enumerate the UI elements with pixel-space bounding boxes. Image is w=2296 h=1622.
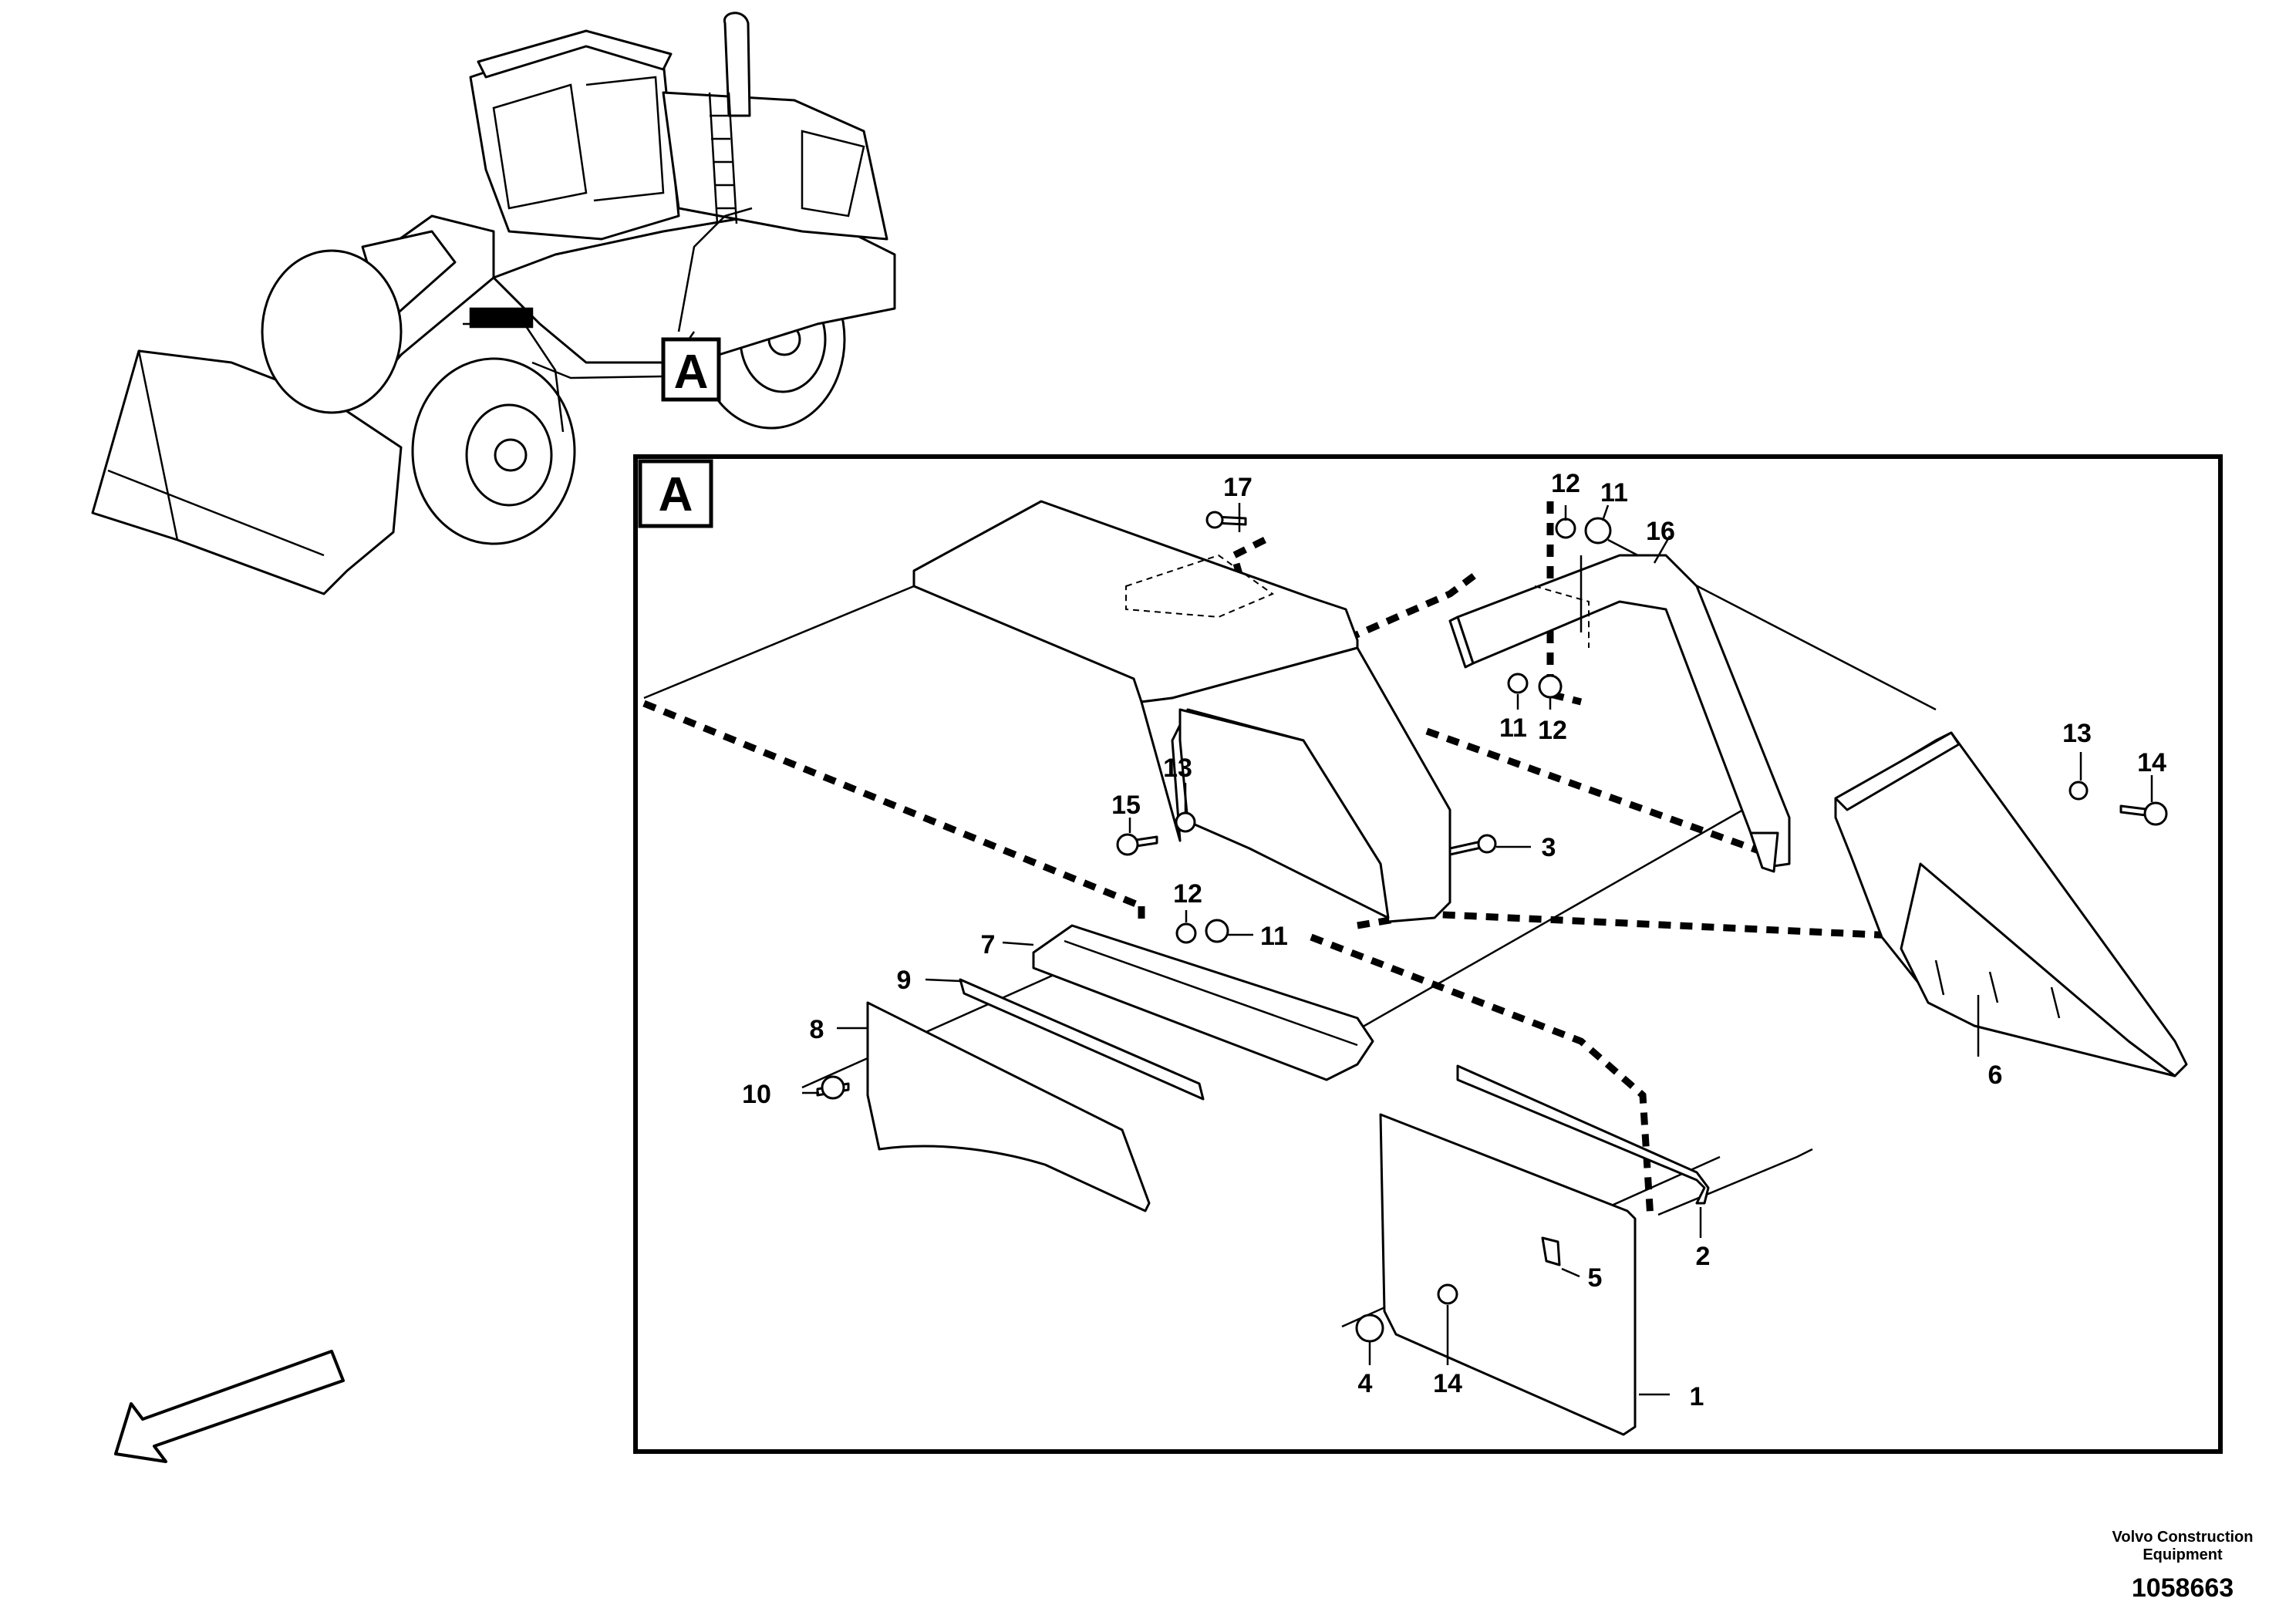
callout-labels: 1 2 3 4 5 6 7 8 9 10 11 11 11 12 12 12 1… — [742, 469, 2166, 1411]
footer: Volvo Construction Equipment 1058663 — [2112, 1529, 2254, 1603]
callout-10: 10 — [742, 1080, 771, 1109]
wheel-loader-icon — [91, 12, 896, 595]
callout-leaders — [802, 503, 2153, 1396]
part-1-mud-flap — [1379, 1113, 1637, 1436]
callout-12a: 12 — [1551, 469, 1580, 498]
callout-3: 3 — [1542, 833, 1556, 862]
callout-8: 8 — [810, 1015, 824, 1044]
part-7-step — [1032, 924, 1374, 1081]
callout-11c: 11 — [1260, 922, 1288, 951]
callout-9: 9 — [897, 966, 912, 995]
callout-14b: 14 — [1433, 1369, 1462, 1398]
direction-arrow-icon — [114, 1350, 345, 1463]
callout-2: 2 — [1696, 1242, 1711, 1271]
callout-4: 4 — [1358, 1369, 1373, 1398]
callout-15: 15 — [1111, 791, 1141, 820]
part-9-strip — [959, 978, 1205, 1101]
callout-16: 16 — [1646, 517, 1675, 546]
callout-1: 1 — [1690, 1382, 1704, 1411]
part-8-mud-flap — [866, 1001, 1151, 1212]
callout-13b: 13 — [2062, 719, 2092, 748]
detail-frame-marker-label: A — [659, 468, 693, 521]
callout-6: 6 — [1988, 1061, 2003, 1090]
callout-17: 17 — [1223, 473, 1253, 502]
part-6-rear-fender — [1834, 731, 2188, 1077]
callout-12c: 12 — [1173, 879, 1202, 909]
callout-14a: 14 — [2137, 748, 2166, 777]
callout-13a: 13 — [1163, 754, 1192, 783]
document-number: 1058663 — [2132, 1573, 2234, 1603]
part-2-strip — [1456, 1064, 1710, 1205]
detail-frame-marker: A — [638, 459, 713, 528]
front-fender-top — [912, 500, 1451, 923]
brand-line-2: Equipment — [2143, 1546, 2223, 1563]
callout-12b: 12 — [1538, 716, 1567, 745]
callout-11b: 11 — [1499, 713, 1527, 743]
brand-line-1: Volvo Construction — [2112, 1529, 2254, 1546]
detail-frame — [633, 454, 2223, 1454]
callout-11a: 11 — [1600, 478, 1628, 508]
detail-marker-label: A — [674, 346, 709, 399]
callout-7: 7 — [981, 930, 996, 959]
fasteners — [816, 511, 2168, 1343]
detail-marker: A — [661, 337, 721, 402]
callout-5: 5 — [1588, 1263, 1603, 1293]
